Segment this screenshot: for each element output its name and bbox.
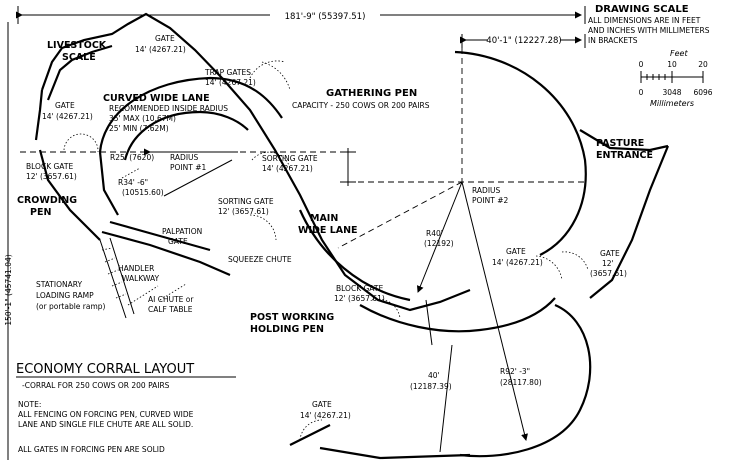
overall-width-dimension: 181'-9" (55397.51)	[16, 6, 586, 24]
sorting-gate-12-2: 12' (3657.61)	[218, 207, 269, 216]
gates-note: ALL GATES IN FORCING PEN ARE SOLID	[18, 445, 165, 454]
sorting-gate-14-2: 14' (4267.21)	[262, 164, 313, 173]
gathering-capacity-label: CAPACITY - 250 COWS OR 200 PAIRS	[292, 101, 430, 110]
ramp-label-2: LOADING RAMP	[36, 291, 94, 300]
ramp-label-1: STATIONARY	[36, 280, 82, 289]
trap-gates-2: 14' (4267.21)	[205, 78, 256, 87]
sorting-gate-12-1: SORTING GATE	[218, 197, 274, 206]
layout-title: ECONOMY CORRAL LAYOUT	[16, 362, 194, 377]
note-line-1: ALL FENCING ON FORCING PEN, CURVED WIDE	[18, 410, 194, 419]
main-wide-lane-label-2: WIDE LANE	[298, 225, 358, 236]
drawing-scale: DRAWING SCALE ALL DIMENSIONS ARE IN FEET…	[588, 4, 713, 108]
pasture-entrance-label-1: PASTURE	[596, 138, 644, 149]
crowding-pen-label-2: PEN	[30, 207, 51, 218]
scale-mm-0: 0	[639, 88, 644, 97]
note-head: NOTE:	[18, 400, 41, 409]
r92-label-2: (28117.80)	[500, 378, 542, 387]
post-working-label-2: HOLDING PEN	[250, 324, 324, 335]
radius-point-1-b: POINT #1	[170, 163, 206, 172]
overall-width-text: 181'-9" (55397.51)	[285, 12, 366, 22]
gate-right-12-2: 12'	[602, 259, 614, 268]
trap-gates-1: TRAP GATES	[204, 68, 251, 77]
gathering-pen-label: GATHERING PEN	[326, 88, 417, 99]
crowding-pen-label-1: CROWDING	[17, 195, 77, 206]
overall-height-text: 150'-1" (45741.04)	[4, 254, 13, 325]
scale-feet-0: 0	[639, 60, 644, 69]
r40-upper-1: R40'	[426, 229, 443, 238]
block-gate-mid-1: BLOCK GATE	[336, 284, 383, 293]
livestock-scale-label-1: LIVESTOCK	[47, 40, 107, 51]
gate-right-12-3: (3657.61)	[590, 269, 627, 278]
scale-feet-20: 20	[698, 60, 708, 69]
r40-lower-1: 40'	[428, 371, 440, 380]
squeeze-chute-label: SQUEEZE CHUTE	[228, 255, 292, 264]
gate-bottom-1: GATE	[312, 400, 332, 409]
curved-wide-lane-label: CURVED WIDE LANE	[103, 93, 210, 104]
recommended-radius-3: 25' MIN (7.62M)	[109, 124, 169, 133]
fence-outlines	[34, 12, 670, 460]
note-line-2: LANE AND SINGLE FILE CHUTE ARE ALL SOLID…	[18, 420, 193, 429]
scale-feet-10: 10	[667, 60, 677, 69]
scale-note-3: IN BRACKETS	[588, 36, 638, 45]
r40-upper-2: (12192)	[424, 239, 454, 248]
scale-note-1: ALL DIMENSIONS ARE IN FEET	[588, 16, 701, 25]
r34-label-1: R34' -6"	[118, 178, 148, 187]
gate-right-mid-1: GATE	[506, 247, 526, 256]
livestock-scale-label-2: SCALE	[62, 52, 96, 63]
scale-mm-label: Millimeters	[650, 99, 694, 108]
block-gate-mid-2: 12' (3657.61)	[334, 294, 385, 303]
scale-title: DRAWING SCALE	[595, 4, 689, 15]
palpation-gate-1: PALPATION	[162, 227, 202, 236]
scale-note-2: AND INCHES WITH MILLIMETERS	[588, 26, 710, 35]
scale-mm-6096: 6096	[693, 88, 712, 97]
layout-subtitle: -CORRAL FOR 250 COWS OR 200 PAIRS	[22, 381, 170, 390]
handler-walkway-1: HANDLER	[118, 264, 154, 273]
handler-walkway-2: WALKWAY	[122, 274, 160, 283]
gate-left-1: GATE	[55, 101, 75, 110]
r25-label: R25' (7620)	[110, 153, 154, 162]
radius-point-1-a: RADIUS	[170, 153, 199, 162]
gate-top-1: GATE	[155, 34, 175, 43]
palpation-gate-2: GATE	[168, 237, 188, 246]
ramp-label-3: (or portable ramp)	[36, 302, 106, 311]
right-offset-dimension: 40'-1" (12227.28)	[460, 34, 586, 185]
right-offset-text: 40'-1" (12227.28)	[486, 36, 561, 46]
radius-lines	[144, 148, 528, 453]
layout-legend: ECONOMY CORRAL LAYOUT -CORRAL FOR 250 CO…	[16, 362, 236, 454]
gate-bottom-2: 14' (4267.21)	[300, 411, 351, 420]
scale-feet-label: Feet	[670, 49, 688, 58]
post-working-label-1: POST WORKING	[250, 312, 334, 323]
scale-mm-3048: 3048	[662, 88, 681, 97]
r92-label-1: R92' -3"	[500, 367, 530, 376]
recommended-radius-1: RECOMMENDED INSIDE RADIUS	[109, 104, 228, 113]
ai-chute-1: AI CHUTE or	[148, 295, 194, 304]
gate-left-2: 14' (4267.21)	[42, 112, 93, 121]
ai-chute-2: CALF TABLE	[148, 305, 193, 314]
radius-point-2-a: RADIUS	[472, 186, 501, 195]
gate-right-12-1: GATE	[600, 249, 620, 258]
pasture-entrance-label-2: ENTRANCE	[596, 150, 653, 161]
gate-top-2: 14' (4267.21)	[135, 45, 186, 54]
block-gate-left-1: BLOCK GATE	[26, 162, 73, 171]
gate-right-mid-2: 14' (4267.21)	[492, 258, 543, 267]
r40-lower-2: (12187.39)	[410, 382, 452, 391]
sorting-gate-14-1: SORTING GATE	[262, 154, 318, 163]
block-gate-left-2: 12' (3657.61)	[26, 172, 77, 181]
radius-point-2-b: POINT #2	[472, 196, 508, 205]
overall-height-dimension: 150'-1" (45741.04)	[4, 22, 13, 460]
main-wide-lane-label-1: MAIN	[310, 213, 338, 224]
r34-label-2: (10515.60)	[122, 188, 164, 197]
recommended-radius-2: 35' MAX (10.67M)	[109, 114, 176, 123]
